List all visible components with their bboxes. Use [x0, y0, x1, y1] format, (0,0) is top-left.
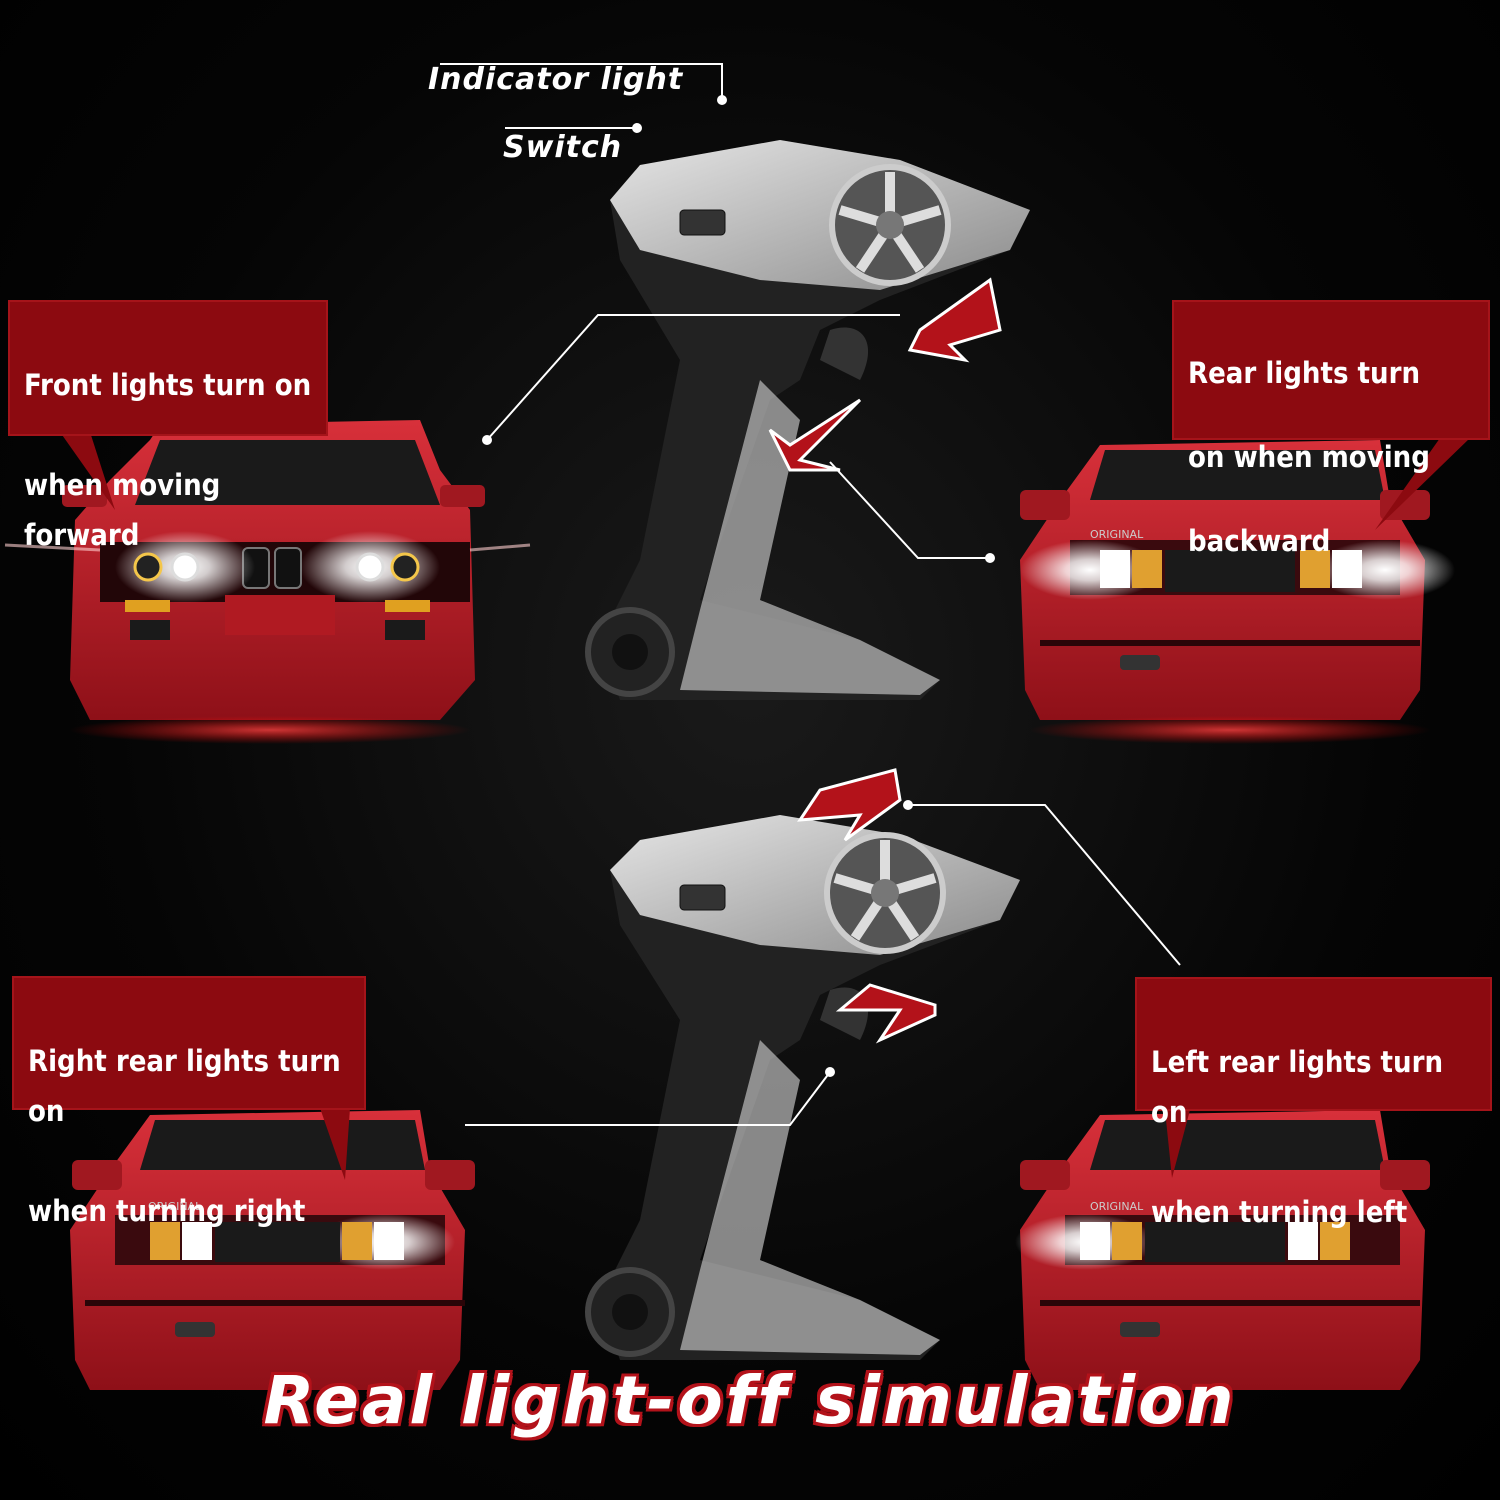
car-rear-view-left-turn: ORIGINAL: [1015, 1110, 1430, 1390]
callout-line: backward: [1188, 524, 1331, 558]
callout-front-forward: Front lights turn on when moving forward: [8, 300, 328, 552]
callout-line: Front lights turn on: [24, 368, 312, 402]
svg-text:ORIGINAL: ORIGINAL: [148, 1200, 202, 1213]
turn-left-arrow: [797, 768, 902, 842]
svg-text:ORIGINAL: ORIGINAL: [1090, 1200, 1144, 1213]
car-rear-view-right-turn: ORIGINAL: [70, 1110, 475, 1390]
callout-line: Left rear lights turn on: [1151, 1045, 1444, 1129]
backward-arrow: [768, 398, 862, 472]
switch-label: Switch: [503, 130, 623, 165]
main-title: Real light-off simulation: [263, 1362, 1237, 1439]
remote-controller-bottom: [585, 815, 1020, 1360]
badge-original: ORIGINAL: [1090, 528, 1144, 541]
switch-button[interactable]: [679, 209, 726, 236]
remote-controller-top: [585, 140, 1030, 700]
callout-right-turn: Right rear lights turn on when turning r…: [12, 976, 366, 1228]
car-rear-view-backward: ORIGINAL: [1020, 440, 1455, 744]
callout-line: when moving forward: [24, 468, 221, 552]
callout-line: Rear lights turn: [1188, 356, 1421, 390]
callout-left-turn: Left rear lights turn on when turning le…: [1135, 977, 1492, 1229]
throttle-trigger[interactable]: [820, 327, 869, 380]
callout-line: Right rear lights turn on: [28, 1044, 341, 1128]
indicator-light-label: Indicator light: [428, 62, 684, 97]
car-front-view: [4, 420, 531, 744]
switch-button-bottom[interactable]: [679, 884, 726, 911]
turn-right-arrow: [835, 983, 937, 1044]
callout-line: when turning left: [1151, 1195, 1408, 1229]
forward-arrow: [907, 277, 1002, 363]
callout-line: when turning right: [28, 1194, 306, 1228]
callout-line: on when moving: [1188, 440, 1430, 474]
callout-rear-backward: Rear lights turn on when moving backward: [1172, 300, 1490, 558]
